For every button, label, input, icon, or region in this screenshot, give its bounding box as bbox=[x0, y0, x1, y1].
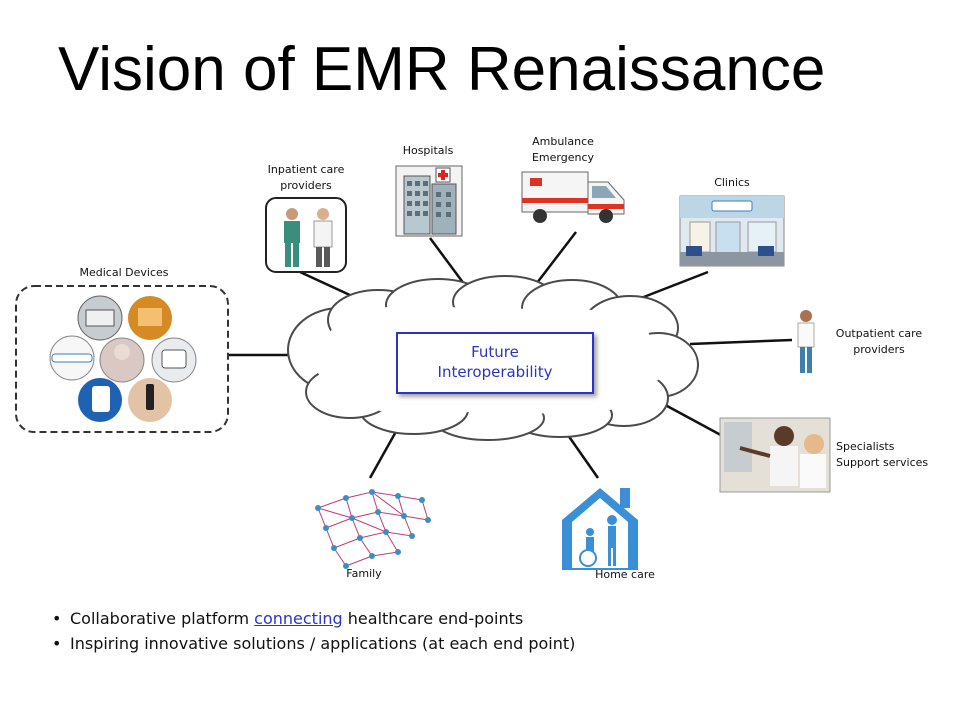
label-ambulance: Ambulance Emergency bbox=[531, 135, 595, 164]
clinic-image bbox=[679, 195, 785, 267]
medical-devices-image bbox=[15, 285, 229, 433]
connector-outpatient bbox=[689, 338, 793, 346]
inpatient-providers-image bbox=[265, 197, 347, 273]
label-family: Family bbox=[346, 567, 382, 580]
bullet-dot-icon: • bbox=[52, 609, 62, 628]
specialists-image bbox=[719, 417, 831, 493]
bullet-2-text: Inspiring innovative solutions / applica… bbox=[70, 634, 576, 653]
home-care-image bbox=[562, 488, 638, 570]
connector-specialists bbox=[655, 398, 731, 442]
bullet-list: • Collaborative platform connecting healt… bbox=[52, 606, 575, 656]
label-clinics: Clinics bbox=[714, 176, 750, 189]
bullet-item-1: • Collaborative platform connecting healt… bbox=[52, 606, 575, 631]
hub-line-2: Interoperability bbox=[437, 363, 553, 381]
label-hospitals: Hospitals bbox=[402, 144, 454, 157]
bullet-1-suffix: healthcare end-points bbox=[342, 609, 524, 628]
connecting-link[interactable]: connecting bbox=[254, 609, 343, 628]
slide-title: Vision of EMR Renaissance bbox=[58, 35, 826, 104]
connector-clinics bbox=[635, 270, 709, 302]
bullet-1-prefix: Collaborative platform bbox=[70, 609, 255, 628]
label-home-care: Home care bbox=[595, 568, 655, 581]
interoperability-box: Future Interoperability bbox=[396, 332, 594, 394]
hospital-image bbox=[395, 165, 463, 237]
label-specialists: Specialists Support services bbox=[836, 440, 929, 469]
hub-line-1: Future bbox=[471, 343, 519, 361]
bullet-dot-icon: • bbox=[52, 634, 62, 653]
ambulance-image bbox=[521, 171, 625, 223]
family-people bbox=[315, 489, 431, 569]
outpatient-provider-image bbox=[797, 310, 815, 373]
label-outpatient-providers: Outpatient care providers bbox=[835, 327, 923, 356]
connector-family bbox=[368, 427, 400, 479]
bullet-item-2: • Inspiring innovative solutions / applic… bbox=[52, 631, 575, 656]
label-inpatient-providers: Inpatient care providers bbox=[267, 163, 345, 192]
label-medical-devices: Medical Devices bbox=[79, 266, 169, 279]
